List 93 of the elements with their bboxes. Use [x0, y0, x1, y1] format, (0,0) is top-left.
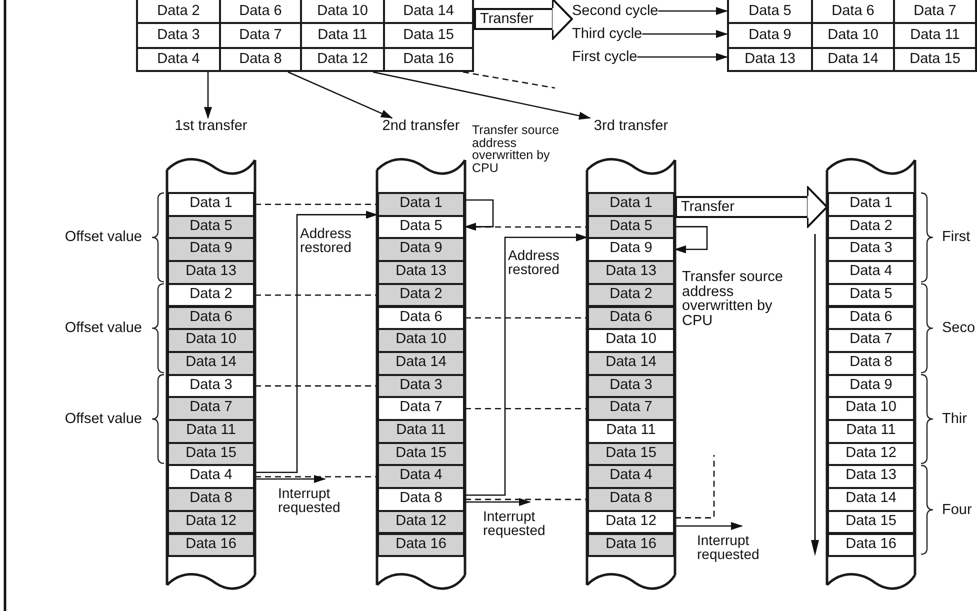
memory-cell: Data 15 [827, 510, 915, 534]
memory-cell: Data 14 [827, 487, 915, 512]
dashed-connector [465, 408, 587, 410]
arrow [465, 233, 588, 496]
table-cell: Data 16 [383, 47, 474, 72]
arrow [658, 7, 728, 15]
brace-label: First [942, 229, 970, 246]
memory-cell: Data 13 [377, 260, 465, 285]
memory-cell: Data 12 [377, 510, 465, 534]
memory-cell: Data 2 [167, 282, 255, 308]
memory-cell: Data 16 [377, 532, 465, 558]
memory-cell: Data 12 [587, 510, 675, 534]
memory-cell: Data 10 [377, 328, 465, 353]
memory-cell: Data 10 [167, 328, 255, 353]
dashed-connector [675, 455, 715, 518]
memory-cell: Data 7 [167, 396, 255, 421]
memory-cell: Data 1 [167, 192, 255, 217]
arrow [642, 30, 728, 38]
column-heading: 2nd transfer [382, 118, 460, 134]
brace-label: Offset value [64, 229, 142, 246]
table-cell: Data 15 [893, 47, 977, 72]
memory-cell: Data 4 [827, 260, 915, 285]
brace-label: Offset value [64, 320, 142, 336]
dashed-connector [465, 317, 587, 318]
memory-cell: Data 9 [167, 237, 255, 262]
arrow [637, 53, 728, 61]
arrow [372, 71, 591, 120]
memory-cell: Data 16 [827, 532, 915, 558]
memory-cell: Data 16 [167, 532, 255, 558]
memory-cell: Data 4 [587, 464, 675, 490]
memory-cell: Data 3 [827, 237, 915, 262]
memory-cell: Data 14 [377, 350, 465, 376]
column-heading: 1st transfer [174, 118, 248, 134]
cycle-label: First cycle [572, 49, 638, 65]
table-cell: Data 13 [727, 47, 813, 72]
memory-cell: Data 7 [377, 396, 465, 421]
memory-cell: Data 2 [587, 282, 675, 308]
edge-label: Transfer [476, 10, 552, 28]
memory-cell: Data 9 [587, 237, 675, 262]
memory-cell: Data 1 [827, 192, 915, 217]
memory-cell: Data 4 [377, 464, 465, 490]
dashed-connector [465, 498, 587, 500]
dashed-connector [255, 204, 377, 205]
memory-cell: Data 1 [587, 192, 675, 217]
memory-cell: Data 5 [827, 282, 915, 308]
column-heading: 3rd transfer [594, 118, 668, 134]
memory-cell: Data 14 [587, 350, 675, 376]
memory-cell: Data 9 [377, 237, 465, 262]
brace-label: Thir [942, 411, 967, 427]
dashed-connector [255, 385, 377, 387]
memory-cell: Data 8 [377, 487, 465, 512]
memory-cell: Data 8 [167, 487, 255, 512]
memory-cell: Data 10 [827, 396, 915, 421]
memory-cell: Data 8 [587, 487, 675, 512]
arrow [464, 199, 494, 231]
memory-cell: Data 14 [167, 350, 255, 376]
memory-cell: Data 7 [827, 328, 915, 353]
table-cell: Data 4 [136, 47, 221, 72]
memory-cell: Data 7 [587, 396, 675, 421]
brace-label: Seco [942, 320, 976, 336]
dashed-connector [462, 71, 556, 89]
brace-label: Offset value [64, 411, 142, 427]
memory-cell: Data 2 [377, 282, 465, 308]
arrow [288, 71, 393, 119]
memory-cell: Data 11 [377, 419, 465, 444]
dashed-connector [255, 476, 377, 478]
arrow [255, 210, 378, 474]
memory-cell: Data 8 [827, 350, 915, 376]
brace-label: Four [942, 502, 972, 518]
arrow [255, 475, 326, 483]
memory-cell: Data 4 [167, 464, 255, 490]
memory-cell: Data 12 [167, 510, 255, 534]
memory-cell: Data 13 [167, 260, 255, 285]
edge-label: Transfer [677, 198, 807, 216]
arrow [204, 72, 212, 119]
memory-cell: Data 1 [377, 192, 465, 217]
memory-cell: Data 13 [587, 260, 675, 285]
cycle-label: Second cycle [572, 3, 658, 19]
note-text: Interrupt requested [483, 502, 553, 537]
arrow [465, 498, 531, 506]
cycle-label: Third cycle [572, 26, 642, 42]
dashed-connector [255, 294, 377, 296]
arrow [674, 226, 708, 254]
arrow [675, 522, 743, 530]
memory-cell: Data 10 [587, 328, 675, 353]
memory-cell: Data 11 [167, 419, 255, 444]
note-text: Interrupt requested [278, 479, 348, 514]
memory-cell: Data 16 [587, 532, 675, 558]
memory-cell: Data 11 [827, 419, 915, 444]
note-text: Interrupt requested [697, 526, 767, 561]
memory-cell: Data 13 [827, 464, 915, 490]
dashed-connector [465, 226, 587, 228]
memory-cell: Data 11 [587, 419, 675, 444]
